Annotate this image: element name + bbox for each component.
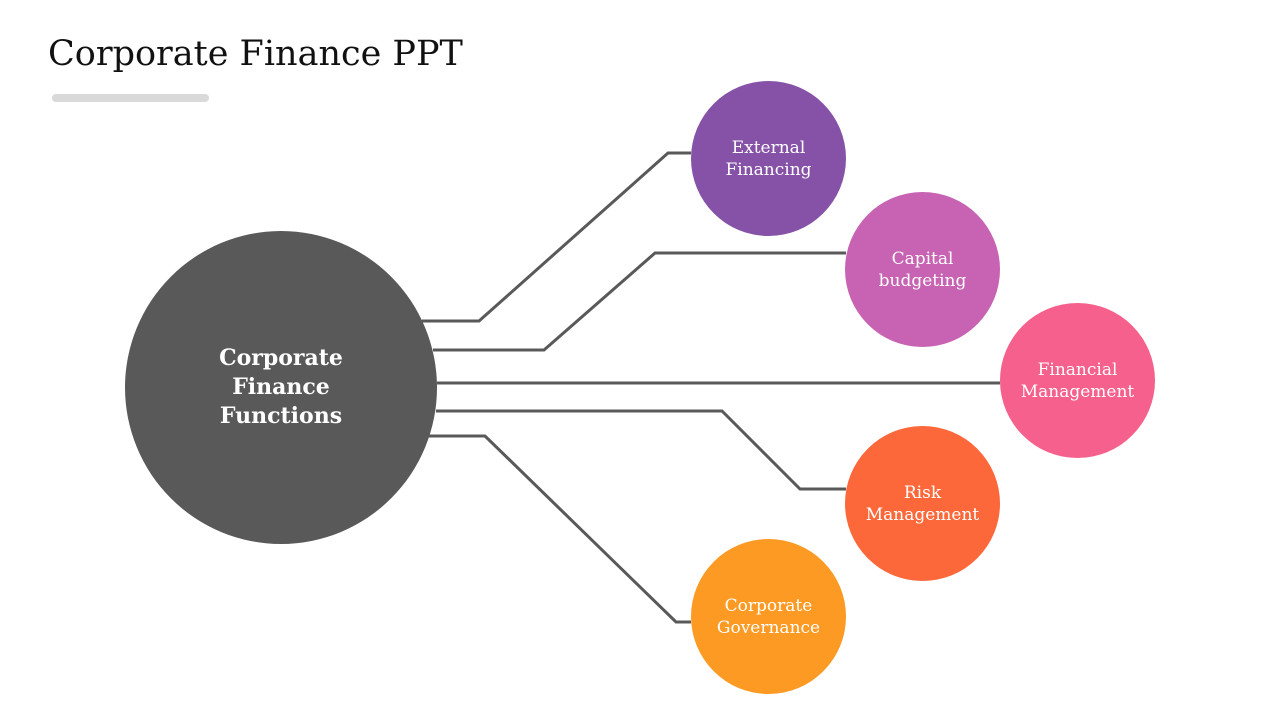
node-label: Capital budgeting bbox=[878, 248, 967, 291]
node-capital-budgeting: Capital budgeting bbox=[845, 192, 1000, 347]
node-label: External Financing bbox=[725, 137, 812, 180]
node-external-financing: External Financing bbox=[691, 81, 846, 236]
hub-label: Corporate Finance Functions bbox=[219, 345, 343, 429]
node-corporate-governance: Corporate Governance bbox=[691, 539, 846, 694]
hub-circle: Corporate Finance Functions bbox=[125, 231, 437, 544]
connector-corporate-governance bbox=[428, 434, 691, 624]
node-label: Risk Management bbox=[865, 482, 980, 525]
page-title: Corporate Finance PPT bbox=[48, 34, 463, 74]
connector-external-financing bbox=[422, 151, 691, 323]
node-label: Financial Management bbox=[1020, 359, 1135, 402]
title-underline bbox=[52, 94, 209, 102]
node-label: Corporate Governance bbox=[716, 595, 821, 638]
node-financial-management: Financial Management bbox=[1000, 303, 1155, 458]
connector-capital-budgeting bbox=[433, 251, 846, 352]
connector-risk-management bbox=[436, 409, 846, 491]
node-risk-management: Risk Management bbox=[845, 426, 1000, 581]
